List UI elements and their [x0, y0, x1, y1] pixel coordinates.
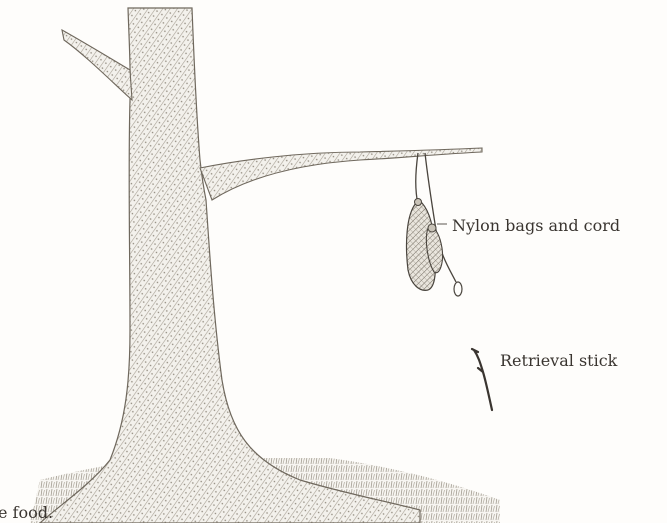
tree-trunk — [40, 8, 420, 523]
retrieval-stick — [472, 349, 492, 410]
left-branch — [62, 30, 132, 100]
right-branch — [200, 148, 482, 200]
cord-end-loop — [454, 282, 462, 296]
label-nylon-bags: Nylon bags and cord — [452, 218, 620, 234]
label-retrieval-stick: Retrieval stick — [500, 353, 617, 369]
bag-knot-side — [428, 224, 436, 232]
caption-fragment: e food. — [0, 505, 53, 521]
bag-knot-top — [415, 199, 422, 206]
